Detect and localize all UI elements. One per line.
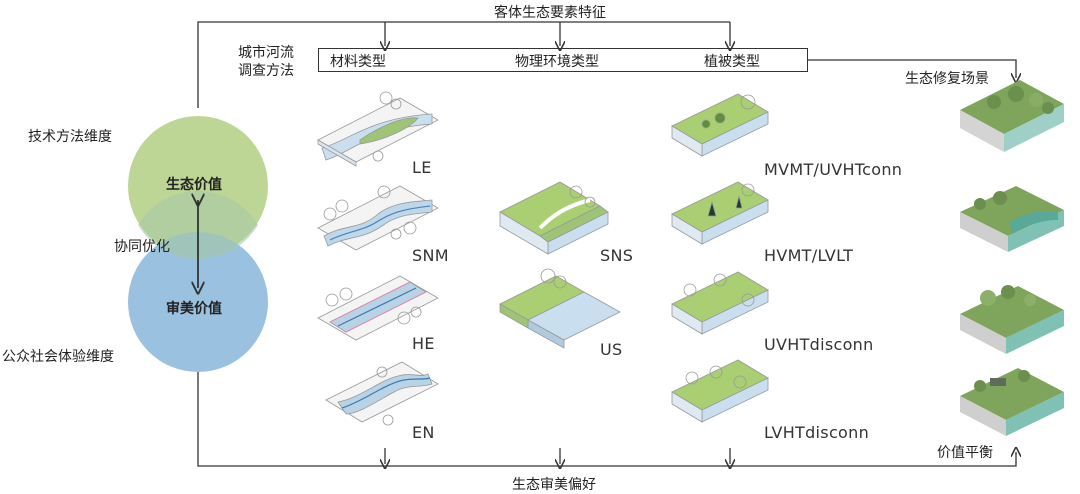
aesthetic-value-label: 审美价值: [166, 301, 222, 317]
code-en: EN: [412, 423, 435, 442]
arrow-to-scene: [808, 59, 1016, 78]
diagram-mvmt: [671, 93, 769, 157]
vegetation-diagrams: [671, 93, 769, 423]
top-line: [197, 21, 730, 108]
diagram-uvht: [671, 271, 769, 335]
aesthetic-value-circle: [128, 232, 268, 372]
physical-diagrams: [499, 181, 621, 349]
eco-value-label: 生态价值: [166, 177, 222, 193]
scene-blocks: [960, 80, 1064, 436]
scene-3: [960, 285, 1064, 354]
diagram-le: [317, 91, 439, 167]
diagram-snm: [317, 185, 439, 251]
category-material: 材料类型: [330, 54, 386, 70]
category-box: [318, 48, 808, 72]
bottom-line: [197, 372, 1016, 467]
scene-4: [960, 368, 1064, 436]
scene-2: [960, 186, 1064, 252]
code-sns: SNS: [600, 246, 634, 265]
scene-title: 生态修复场景: [905, 71, 989, 87]
scene-1: [960, 80, 1064, 152]
diagram-us: [499, 268, 621, 349]
balance-label: 价值平衡: [937, 445, 993, 461]
category-physical: 物理环境类型: [515, 54, 599, 70]
method-label-line2: 调查方法: [238, 63, 294, 79]
code-he: HE: [412, 334, 435, 353]
collab-label: 协同优化: [114, 239, 170, 255]
code-us: US: [600, 340, 623, 359]
code-snm: SNM: [412, 246, 449, 265]
tech-dimension-label: 技术方法维度: [28, 129, 112, 145]
diagram-lvht: [671, 359, 769, 423]
diagram-en: [325, 361, 439, 426]
diagram-he: [317, 275, 439, 341]
code-lvhtdisconn: LVHTdisconn: [764, 423, 870, 442]
bottom-title: 生态审美偏好: [512, 477, 596, 493]
code-le: LE: [412, 158, 432, 177]
public-dimension-label: 公众社会体验维度: [2, 349, 114, 365]
material-diagrams: [317, 91, 439, 426]
method-label: 城市河流 调查方法: [238, 44, 294, 80]
diagram-hvmt: [671, 181, 769, 245]
code-uvhtdisconn: UVHTdisconn: [764, 335, 874, 354]
category-vegetation: 植被类型: [704, 54, 760, 70]
code-mvmt-uvhtconn: MVMT/UVHTconn: [764, 160, 903, 179]
code-hvmt-lvlt: HVMT/LVLT: [764, 246, 854, 265]
method-label-line1: 城市河流: [238, 45, 294, 61]
diagram-sns: [499, 181, 609, 255]
top-title: 客体生态要素特征: [494, 5, 606, 21]
